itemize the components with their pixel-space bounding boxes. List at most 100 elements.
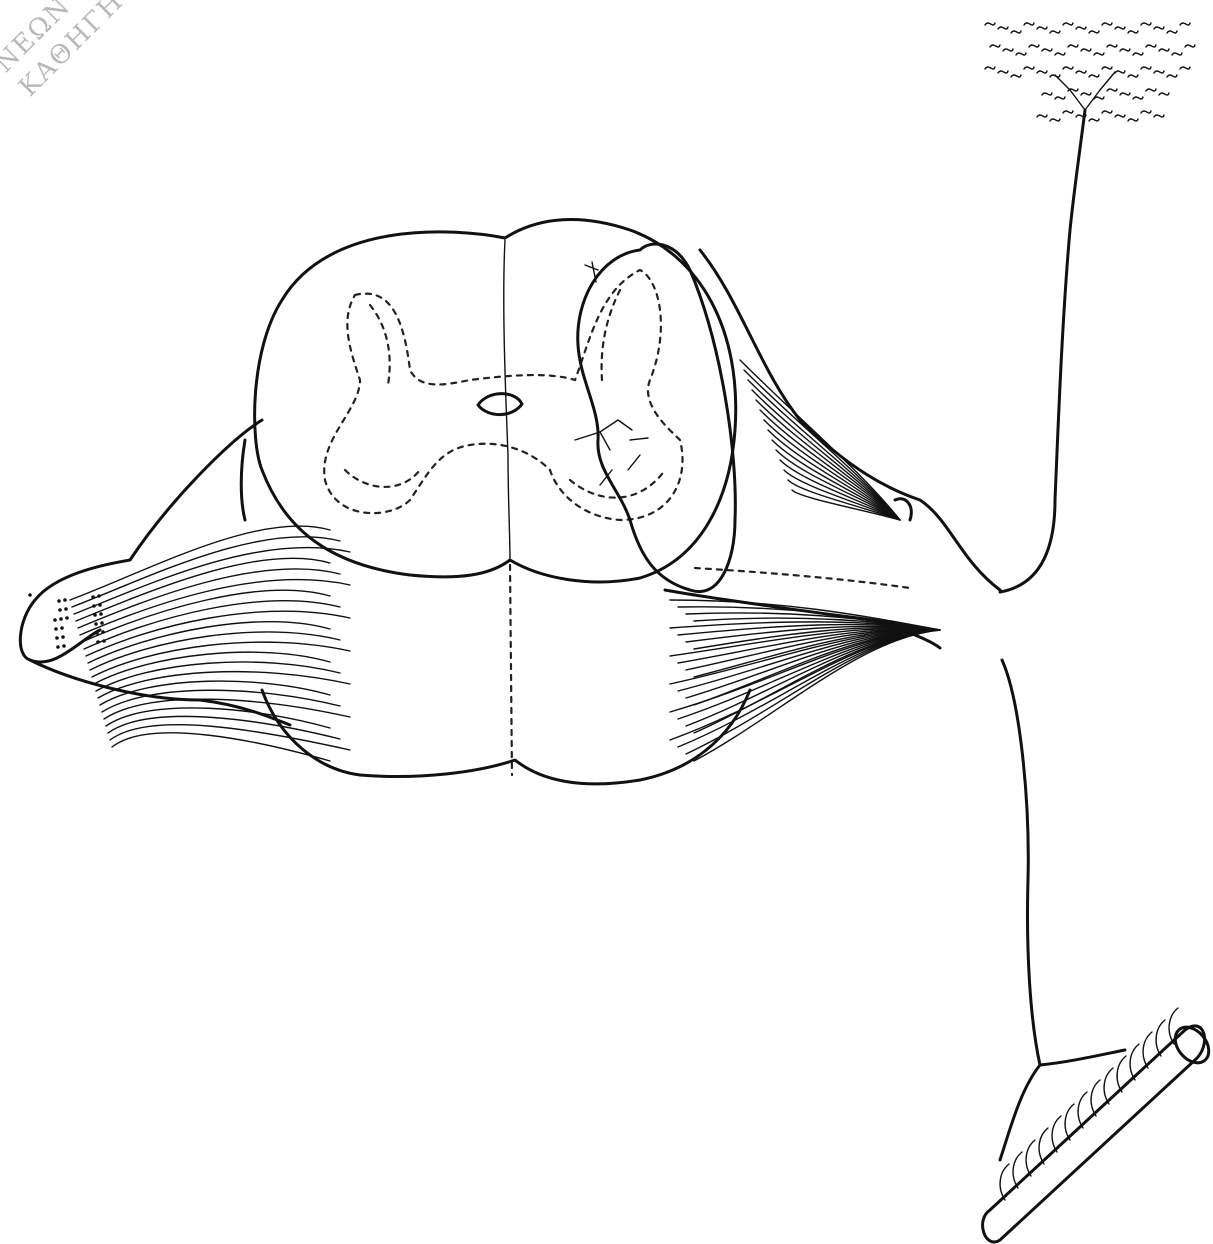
ganglion-stipple-dot — [28, 593, 32, 597]
muscle-fiber — [983, 1008, 1213, 1242]
ganglion-stipple-dot — [53, 618, 57, 622]
ganglion-stipple-dot — [56, 645, 60, 649]
skin-stipple-mark — [1102, 23, 1112, 25]
skin-stipple-mark — [1159, 93, 1169, 95]
skin-stipple-mark — [1055, 53, 1065, 55]
nerve-fiber-line — [94, 652, 330, 684]
skin-stipple-mark — [1003, 49, 1013, 51]
skin-stipple-mark — [1050, 31, 1060, 33]
motor-nerve-fiber — [1002, 660, 1040, 1065]
ganglion-stipple-dot — [61, 635, 65, 639]
skin-stipple-mark — [1154, 71, 1164, 73]
nerve-fiber-line — [112, 733, 330, 761]
skin-stipple-mark — [1107, 89, 1117, 91]
ganglion-stipple-dot — [58, 608, 62, 612]
ganglion-stipple-dot — [95, 631, 99, 635]
skin-stipple-mark — [1102, 67, 1112, 69]
skin-stipple-mark — [1172, 53, 1182, 55]
skin-stipple-mark — [1167, 31, 1177, 33]
skin-stipple-mark — [1167, 75, 1177, 77]
nerve-fiber-line — [686, 630, 940, 754]
ganglion-stipple-dot — [65, 616, 69, 620]
skin-stipple-mark — [1089, 75, 1099, 77]
skin-stipple-mark — [1141, 67, 1151, 69]
skin-stipple-mark — [1159, 49, 1169, 51]
skin-stipple-mark — [1063, 111, 1073, 113]
skin-stipple-mark — [998, 71, 1008, 73]
skin-stipple-mark — [1063, 67, 1073, 69]
nerve-fiber-line — [86, 611, 350, 656]
ganglion-stipple-dot — [100, 621, 104, 625]
ganglion-stipple-dot — [92, 604, 96, 608]
skin-stipple-mark — [1146, 45, 1156, 47]
spinal-cord-cross-section — [255, 220, 750, 784]
skin-stipple-mark — [1011, 75, 1021, 77]
skin-stipple-mark — [1146, 89, 1156, 91]
skin-stipple-mark — [1115, 115, 1125, 117]
skin-stipple-mark — [1120, 93, 1130, 95]
skin-stipple-mark — [990, 45, 1000, 47]
skin-stipple-mark — [1154, 115, 1164, 117]
skin-stipple-mark — [1128, 31, 1138, 33]
nerve-fiber-line — [694, 630, 940, 733]
skin-stipple-mark — [1141, 111, 1151, 113]
skin-stipple-mark — [1115, 27, 1125, 29]
ganglion-stipple-dot — [64, 607, 68, 611]
ganglion-stipple-dot — [62, 644, 66, 648]
skin-stipple-mark — [1076, 27, 1086, 29]
skin-stipple-mark — [1042, 49, 1052, 51]
ganglion-stipple-dot — [57, 599, 61, 603]
ganglion-stipple-dot — [99, 612, 103, 616]
ganglion-stipple-dot — [91, 595, 95, 599]
skin-stipple-mark — [985, 23, 995, 25]
skin-stipple-mark — [1141, 23, 1151, 25]
skin-stipple-mark — [1024, 67, 1034, 69]
sensory-nerve-fiber — [1000, 110, 1085, 592]
skin-stipple-mark — [985, 67, 995, 69]
skin-stipple-mark — [1081, 49, 1091, 51]
skin-stipple-mark — [1133, 97, 1143, 99]
skin-stipple-mark — [1037, 71, 1047, 73]
ganglion-stipple-dot — [96, 640, 100, 644]
skin-stipple-mark — [1094, 53, 1104, 55]
ventral-root — [665, 250, 1000, 761]
ganglion-stipple-dot — [63, 598, 67, 602]
dorsal-root-ganglion — [575, 244, 735, 592]
skin-stipple-mark — [1107, 45, 1117, 47]
skin-receptor-ending — [985, 23, 1195, 121]
skin-stipple-mark — [1089, 31, 1099, 33]
skin-stipple-mark — [1102, 111, 1112, 113]
skin-stipple-mark — [1081, 93, 1091, 95]
nerve-fiber-line — [768, 430, 900, 520]
skin-stipple-mark — [1037, 27, 1047, 29]
skin-stipple-mark — [1029, 45, 1039, 47]
ganglion-stipple-dot — [59, 617, 63, 621]
ganglion-stipple-dot — [97, 594, 101, 598]
skin-stipple-mark — [1063, 23, 1073, 25]
central-canal — [478, 394, 522, 415]
ganglion-stipple-dot — [101, 630, 105, 634]
ganglion-stipple-dot — [98, 603, 102, 607]
skin-stipple-mark — [1089, 119, 1099, 121]
skin-stipple-mark — [1024, 23, 1034, 25]
skin-stipple-mark — [1180, 23, 1190, 25]
skin-stipple-mark — [1185, 45, 1195, 47]
nerve-fiber-line — [110, 725, 350, 750]
skin-stipple-mark — [1055, 97, 1065, 99]
ganglion-stipple-dot — [102, 639, 106, 643]
skin-stipple-mark — [1076, 71, 1086, 73]
ganglion-stipple-dot — [54, 627, 58, 631]
skin-stipple-mark — [1016, 53, 1026, 55]
skin-stipple-mark — [1050, 119, 1060, 121]
skin-stipple-mark — [1128, 75, 1138, 77]
skin-stipple-mark — [1094, 97, 1104, 99]
ganglion-stipple-dot — [93, 613, 97, 617]
skin-stipple-mark — [1128, 119, 1138, 121]
nerve-fiber-line — [670, 630, 940, 712]
ganglion-stipple-dot — [94, 622, 98, 626]
skin-stipple-mark — [1154, 27, 1164, 29]
skin-stipple-mark — [1042, 93, 1052, 95]
ganglion-stipple-dot — [60, 626, 64, 630]
ganglion-stipple-dot — [55, 636, 59, 640]
